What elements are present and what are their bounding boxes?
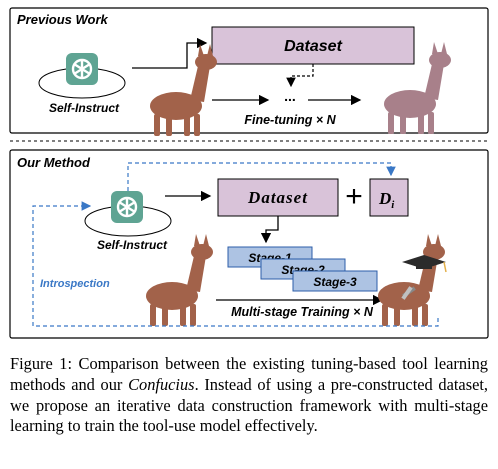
our-method-title: Our Method [17,155,91,170]
di-main: D [378,189,391,208]
openai-logo-icon [38,53,126,99]
self-instruct-label-2: Self-Instruct [97,238,168,252]
openai-logo-icon [84,191,172,237]
di-sub: i [391,199,395,211]
multistage-label: Multi-stage Training × N [231,305,374,319]
dataset-box [211,26,415,65]
di-box [369,178,409,217]
ellipsis: ... [284,88,296,104]
introspection-loop [32,201,439,327]
dataset-to-stage-arrow [260,216,279,244]
dataset-feed-arrow [286,64,314,88]
dataset-box-2 [217,178,339,217]
plus-sign: + [345,180,363,213]
stage-3-label: Stage-3 [313,275,357,289]
tools-icon [401,286,416,300]
caption-before: Figure 1: Comparison between the existin… [10,354,488,394]
dataset-label: Dataset [284,38,342,55]
introspection-loop-top [127,162,396,191]
introspection-label: Introspection [40,278,110,290]
previous-work-title: Previous Work [17,12,109,27]
di-label: Di [378,189,395,211]
figure-caption: Figure 1: Comparison between the existin… [10,354,488,437]
self-instruct-label: Self-Instruct [49,101,120,115]
caption-name: Confucius [128,374,195,394]
previous-work-panel [9,7,489,134]
caption-after: . Instead of using a pre-constructed dat… [10,374,488,436]
stage-3-box [292,270,378,292]
generate-arrow [132,37,208,69]
fine-tuning-label: Fine-tuning × N [244,113,336,127]
our-method-panel [9,149,489,339]
trained-llama-icon [378,234,445,326]
dataset-label-2: Dataset [247,188,308,207]
graduation-cap-icon [402,255,447,273]
llama-icon [150,44,217,136]
